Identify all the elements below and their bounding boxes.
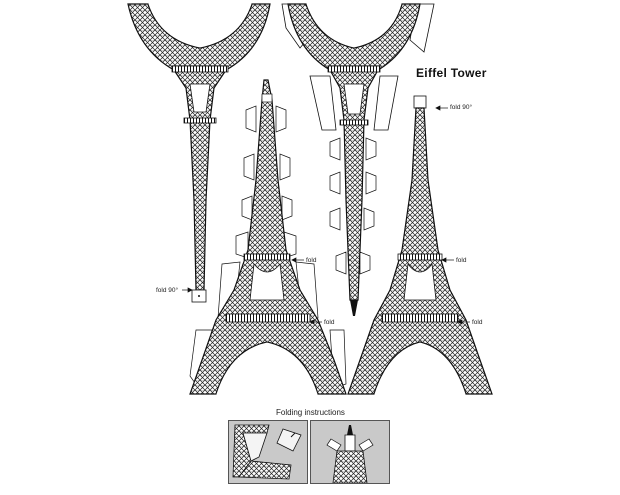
instruction-panel-top <box>310 420 390 484</box>
fold-label-right-low: fold <box>472 319 483 326</box>
fold-label-center-mid: fold <box>306 257 317 264</box>
piece-inverted-right <box>281 3 435 316</box>
fold-label-top: fold 90° <box>450 104 473 111</box>
piece-inverted-left <box>127 3 271 303</box>
fold-arrows <box>182 105 470 325</box>
fold-label-left: fold 90° <box>156 287 179 294</box>
instruction-panel-fold <box>228 420 308 484</box>
piece-upright-center <box>189 79 347 395</box>
page-title: Eiffel Tower <box>416 66 487 80</box>
fold-label-center-low: fold <box>324 319 335 326</box>
fold-label-right-mid: fold <box>456 257 467 264</box>
instructions-title: Folding instructions <box>276 408 345 417</box>
piece-upright-right <box>347 95 493 395</box>
